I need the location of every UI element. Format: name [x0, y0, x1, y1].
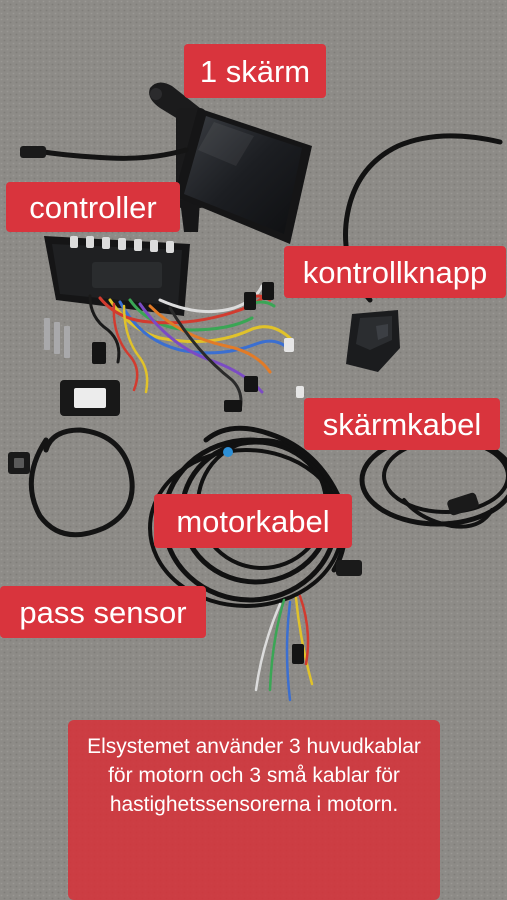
- label-motor-cable: motorkabel: [154, 494, 352, 548]
- label-pas-sensor: pass sensor: [0, 586, 206, 638]
- info-caption-box: Elsystemet använder 3 huvudkablar för mo…: [68, 720, 440, 900]
- display-screen-unit: [149, 82, 312, 244]
- label-screen: 1 skärm: [184, 44, 326, 98]
- label-display-cable: skärmkabel: [304, 398, 500, 450]
- label-control-knob: kontrollknapp: [284, 246, 506, 298]
- controller-box: [44, 236, 190, 316]
- label-controller: controller: [6, 182, 180, 232]
- wire-harness: [88, 284, 294, 412]
- pas-sensor-module: [60, 380, 120, 416]
- control-knob-device: [346, 310, 400, 372]
